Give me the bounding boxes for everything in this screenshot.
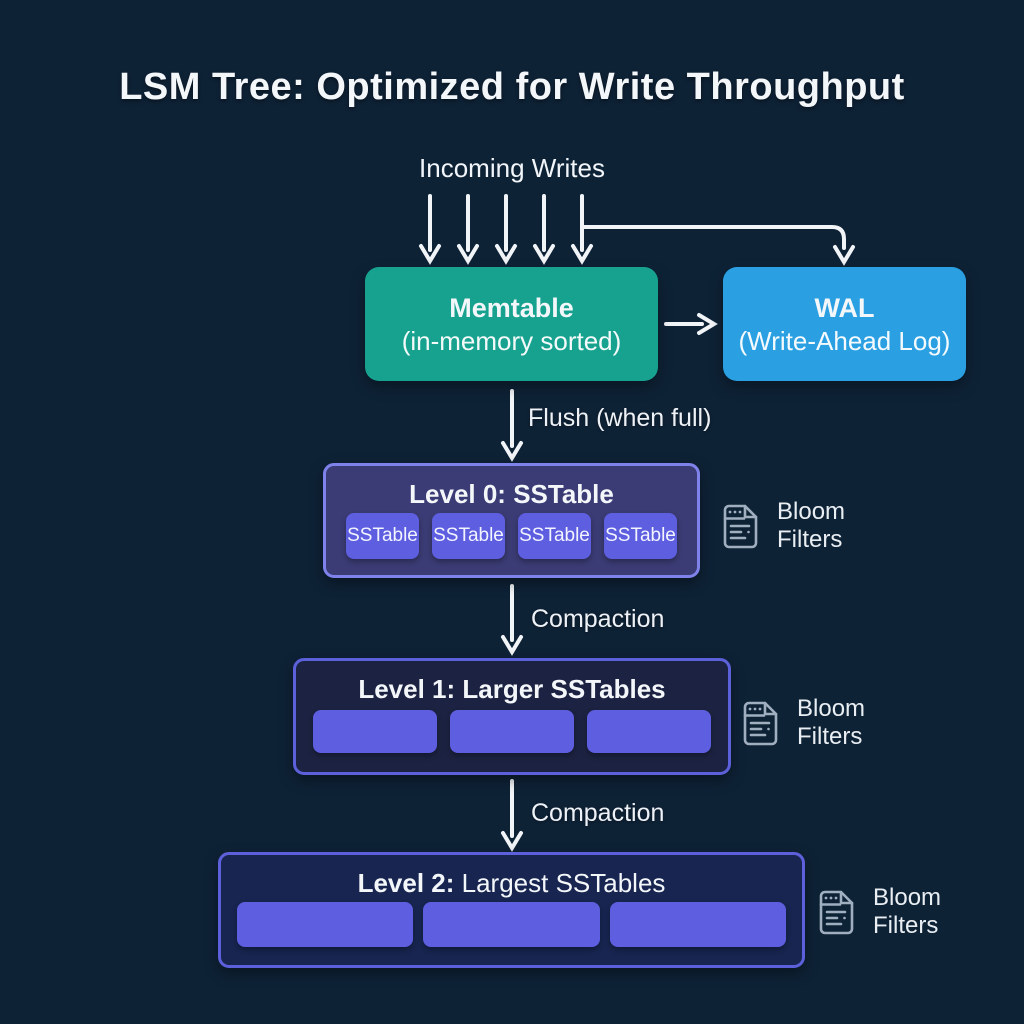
- level-1-title: Level 1: Larger SSTables: [358, 674, 666, 704]
- compaction-label-1: Compaction: [531, 605, 665, 633]
- bloom-filters-label: Bloom Filters: [873, 884, 942, 939]
- sstable-box: SSTable: [346, 512, 419, 559]
- level-2-title: Level 2: Largest SSTables: [357, 868, 666, 898]
- sstable-box: SSTable: [604, 512, 677, 559]
- bloom-filters-legend-1: Bloom Filters: [738, 695, 865, 751]
- wal-subtitle: (Write-Ahead Log): [738, 326, 951, 356]
- memtable-subtitle: (in-memory sorted): [401, 326, 622, 356]
- compaction-arrow-2: [501, 779, 523, 852]
- sstable-box: [237, 902, 414, 947]
- bloom-filters-label: Bloom Filters: [777, 498, 846, 553]
- sstable-box: [587, 709, 711, 753]
- level-0-sstable-row: SSTable SSTable SSTable SSTable: [326, 510, 697, 575]
- level-2-container: Level 2: Largest SSTables: [218, 852, 805, 968]
- memtable-to-wal-arrow: [664, 313, 718, 335]
- level-0-container: Level 0: SSTable SSTable SSTable SSTable…: [323, 463, 700, 578]
- document-icon: [819, 890, 854, 935]
- memtable-node: Memtable (in-memory sorted): [365, 267, 658, 381]
- level-1-sstable-row: [296, 705, 728, 772]
- sstable-box: [450, 709, 574, 753]
- document-icon: [743, 701, 778, 746]
- sstable-box: SSTable: [432, 512, 505, 559]
- bloom-filters-label: Bloom Filters: [797, 695, 866, 750]
- bloom-filters-legend-0: Bloom Filters: [718, 498, 845, 554]
- flush-label: Flush (when full): [528, 404, 712, 432]
- branch-to-wal-arrow: [580, 225, 855, 266]
- page-title: LSM Tree: Optimized for Write Throughput: [119, 66, 905, 108]
- compaction-label-2: Compaction: [531, 799, 665, 827]
- incoming-write-arrows: [419, 194, 593, 265]
- level-0-title: Level 0: SSTable: [409, 479, 614, 509]
- level-1-container: Level 1: Larger SSTables: [293, 658, 731, 775]
- level-2-sstable-row: [221, 899, 802, 965]
- memtable-title: Memtable: [449, 293, 574, 323]
- wal-title: WAL: [814, 293, 875, 323]
- bloom-filters-legend-2: Bloom Filters: [814, 884, 941, 940]
- sstable-box: [313, 709, 437, 753]
- sstable-box: SSTable: [518, 512, 591, 559]
- wal-node: WAL (Write-Ahead Log): [723, 267, 966, 381]
- sstable-box: [609, 902, 786, 947]
- compaction-arrow-1: [501, 584, 523, 656]
- document-icon: [723, 504, 758, 549]
- incoming-writes-label: Incoming Writes: [419, 153, 605, 183]
- sstable-box: [423, 902, 600, 947]
- flush-arrow: [501, 389, 523, 462]
